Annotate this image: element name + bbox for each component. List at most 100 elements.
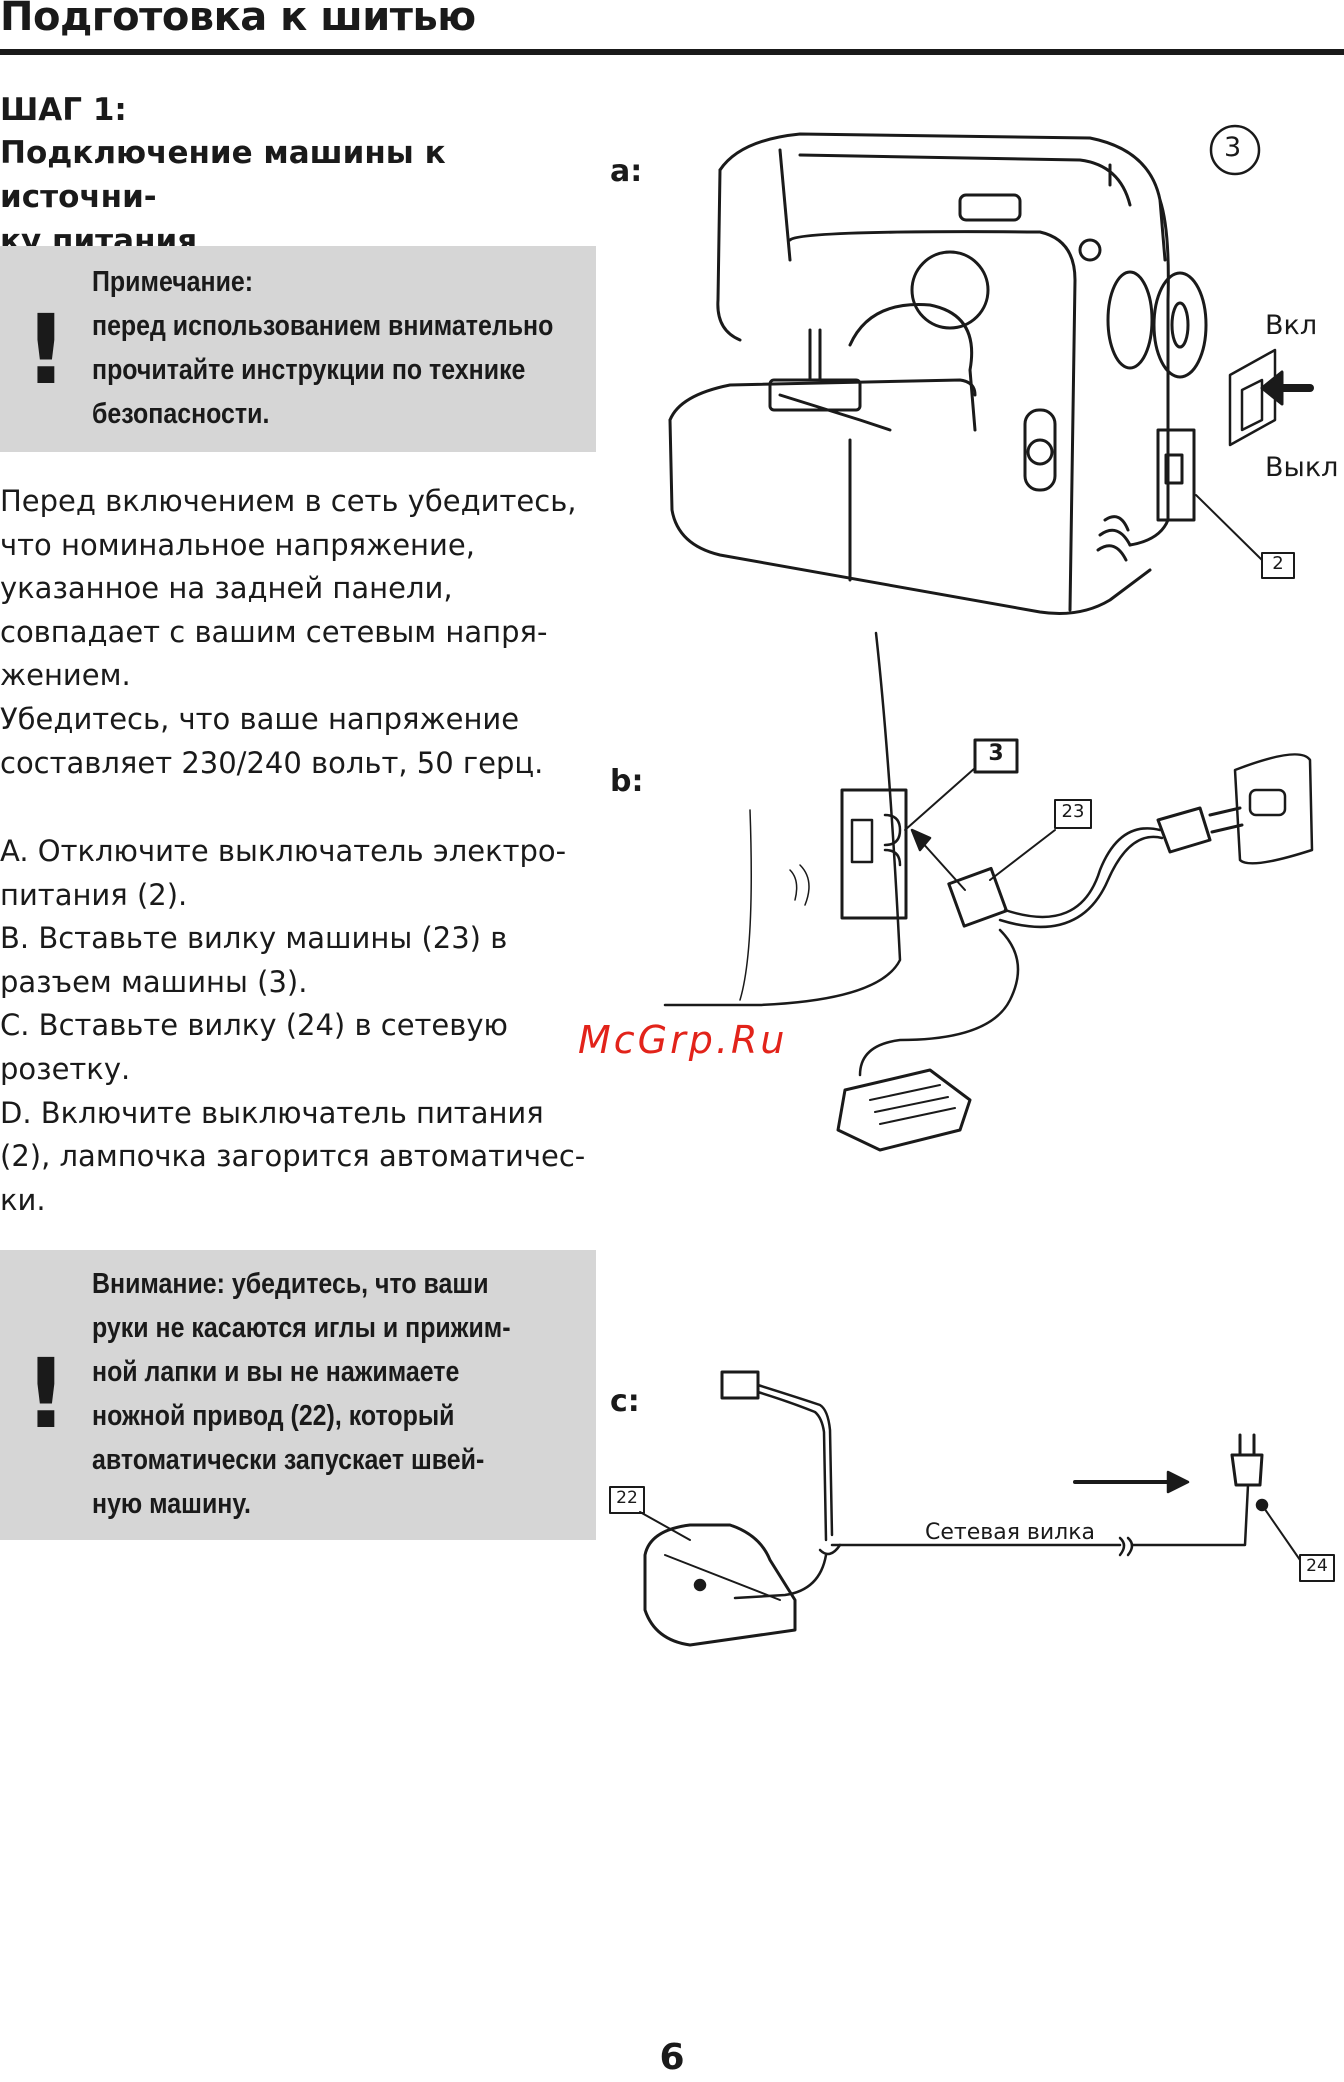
warning-line: ной лапки и вы не нажимаете xyxy=(92,1356,460,1388)
machine-bed-top xyxy=(668,378,977,422)
switch-detail xyxy=(1228,348,1277,447)
cable-break-1 xyxy=(818,1543,842,1556)
page-title: Подготовка к шитью xyxy=(0,0,476,40)
warning-line: ножной привод (22), который xyxy=(92,1400,455,1432)
callout-24-box xyxy=(1299,1554,1335,1582)
bobbin-pin xyxy=(1078,238,1102,262)
note-box: ! Примечание: перед использованием внима… xyxy=(0,246,596,452)
wall-socket-face xyxy=(1248,788,1287,817)
intro-line: что номинальное напряжение, xyxy=(0,527,475,562)
intro-line: составляет 230/240 вольт, 50 герц. xyxy=(0,745,544,780)
rear-socket xyxy=(883,813,902,867)
side-power-panel xyxy=(1156,428,1196,522)
warning-line: автоматически запускает швей- xyxy=(92,1444,485,1476)
warning-line: ную машину. xyxy=(92,1488,251,1520)
callout-2-box xyxy=(1261,552,1295,579)
handwheel xyxy=(1152,271,1208,379)
figure-number-circle xyxy=(1209,124,1261,176)
reverse-lever-knob xyxy=(1026,438,1054,466)
pedal-cord xyxy=(858,928,1020,1077)
machine-back-outline xyxy=(663,631,902,1007)
arrow-head xyxy=(1260,370,1284,406)
machine-top-arm xyxy=(718,132,1167,262)
handwheel-hub xyxy=(1170,301,1190,349)
intro-paragraph: Перед включением в сеть убедитесь, что н… xyxy=(0,480,600,785)
reverse-lever xyxy=(1023,408,1057,492)
intro-line: указанное на задней панели, xyxy=(0,571,453,606)
callout-22-text: 22 xyxy=(616,1488,638,1508)
foot-pedal-c-dot xyxy=(693,1578,707,1592)
cable-break-2 xyxy=(1118,1536,1134,1557)
steps-line: питания (2). xyxy=(0,877,188,912)
steps-line: A. Отключите выключатель электро- xyxy=(0,834,567,868)
bobbin-winder xyxy=(958,193,1022,222)
steps-line: C. Вставьте вилку (24) в сетевую xyxy=(0,1008,508,1043)
note-line: безопасности. xyxy=(92,398,270,430)
callout-23-text: 23 xyxy=(1061,801,1085,822)
watermark: McGrp.Ru xyxy=(578,1018,788,1062)
callout-3-box xyxy=(973,738,1019,774)
rear-power-switch xyxy=(850,818,874,864)
wall-socket xyxy=(1233,753,1314,865)
mains-plug-24-pins xyxy=(1238,1433,1256,1457)
note-line: перед использованием внимательно xyxy=(92,310,554,342)
callout-2-text: 2 xyxy=(1272,553,1284,574)
rear-panel xyxy=(840,788,908,920)
machine-arm-opening xyxy=(848,303,977,432)
foot-pedal-c-top xyxy=(664,1554,781,1601)
header-divider xyxy=(0,49,1344,55)
intro-line: Убедитесь, что ваше напряжение xyxy=(0,701,520,736)
power-cord xyxy=(1003,827,1162,919)
figure-number-text: 3 xyxy=(1224,132,1242,163)
switch-rocker xyxy=(1240,378,1264,432)
steps-line: розетку. xyxy=(0,1051,131,1086)
rear-vent xyxy=(789,864,810,906)
stitch-selector-knob xyxy=(910,250,990,330)
machine-presser-foot xyxy=(768,378,862,412)
callout-24-leader xyxy=(1261,1504,1301,1561)
foot-pedal-c xyxy=(643,1523,797,1647)
mains-plug-24 xyxy=(1230,1453,1264,1487)
side-power-switch xyxy=(1164,453,1184,485)
note-text: Примечание: перед использованием внимате… xyxy=(92,260,554,436)
note-line: Примечание: xyxy=(92,266,254,298)
machine-front-face xyxy=(788,230,1077,612)
pedal-cable-top xyxy=(756,1383,834,1537)
callout-23-box xyxy=(1054,799,1092,829)
callout-22-box xyxy=(609,1486,645,1514)
power-cord-2 xyxy=(998,835,1164,929)
page-number: 6 xyxy=(659,2037,685,2078)
exclamation-icon: ! xyxy=(24,294,68,406)
mains-cable-end xyxy=(1130,1483,1250,1547)
steps-line: разъем машины (3). xyxy=(0,964,308,999)
machine-needle xyxy=(808,328,822,382)
pedal-ridges xyxy=(869,1084,956,1125)
handwheel-inner xyxy=(1106,270,1154,370)
intro-line: жением. xyxy=(0,658,131,693)
pedal-cable-top-2 xyxy=(756,1390,828,1542)
steps-line: ки. xyxy=(0,1182,46,1217)
cable-label: Сетевая вилка xyxy=(925,1520,1096,1545)
step-title-line: Подключение машины к источни- xyxy=(0,135,446,215)
figure-a-label: a: xyxy=(610,154,643,189)
machine-head xyxy=(716,168,742,342)
direction-arrow-head xyxy=(1166,1470,1190,1494)
note-line: прочитайте инструкции по технике xyxy=(92,354,526,386)
steps-line: (2), лампочка загорится автоматичес- xyxy=(0,1139,586,1174)
on-label: Вкл xyxy=(1265,310,1318,341)
callout-3-text: 3 xyxy=(988,741,1004,766)
foot-pedal xyxy=(836,1068,972,1152)
figure-b-label: b: xyxy=(610,764,644,799)
exclamation-icon: ! xyxy=(24,1338,68,1450)
plug-23 xyxy=(947,866,1008,928)
figure-c-label: c: xyxy=(610,1384,640,1419)
callout-2-leader xyxy=(1195,494,1263,561)
warning-line: Внимание: убедитесь, что ваши xyxy=(92,1268,489,1300)
pedal-cable-bottom xyxy=(733,1553,828,1600)
machine-side xyxy=(1128,198,1170,547)
intro-line: Перед включением в сеть убедитесь, xyxy=(0,484,577,518)
callout-23-leader xyxy=(989,829,1056,881)
machine-plug-22 xyxy=(720,1370,760,1400)
